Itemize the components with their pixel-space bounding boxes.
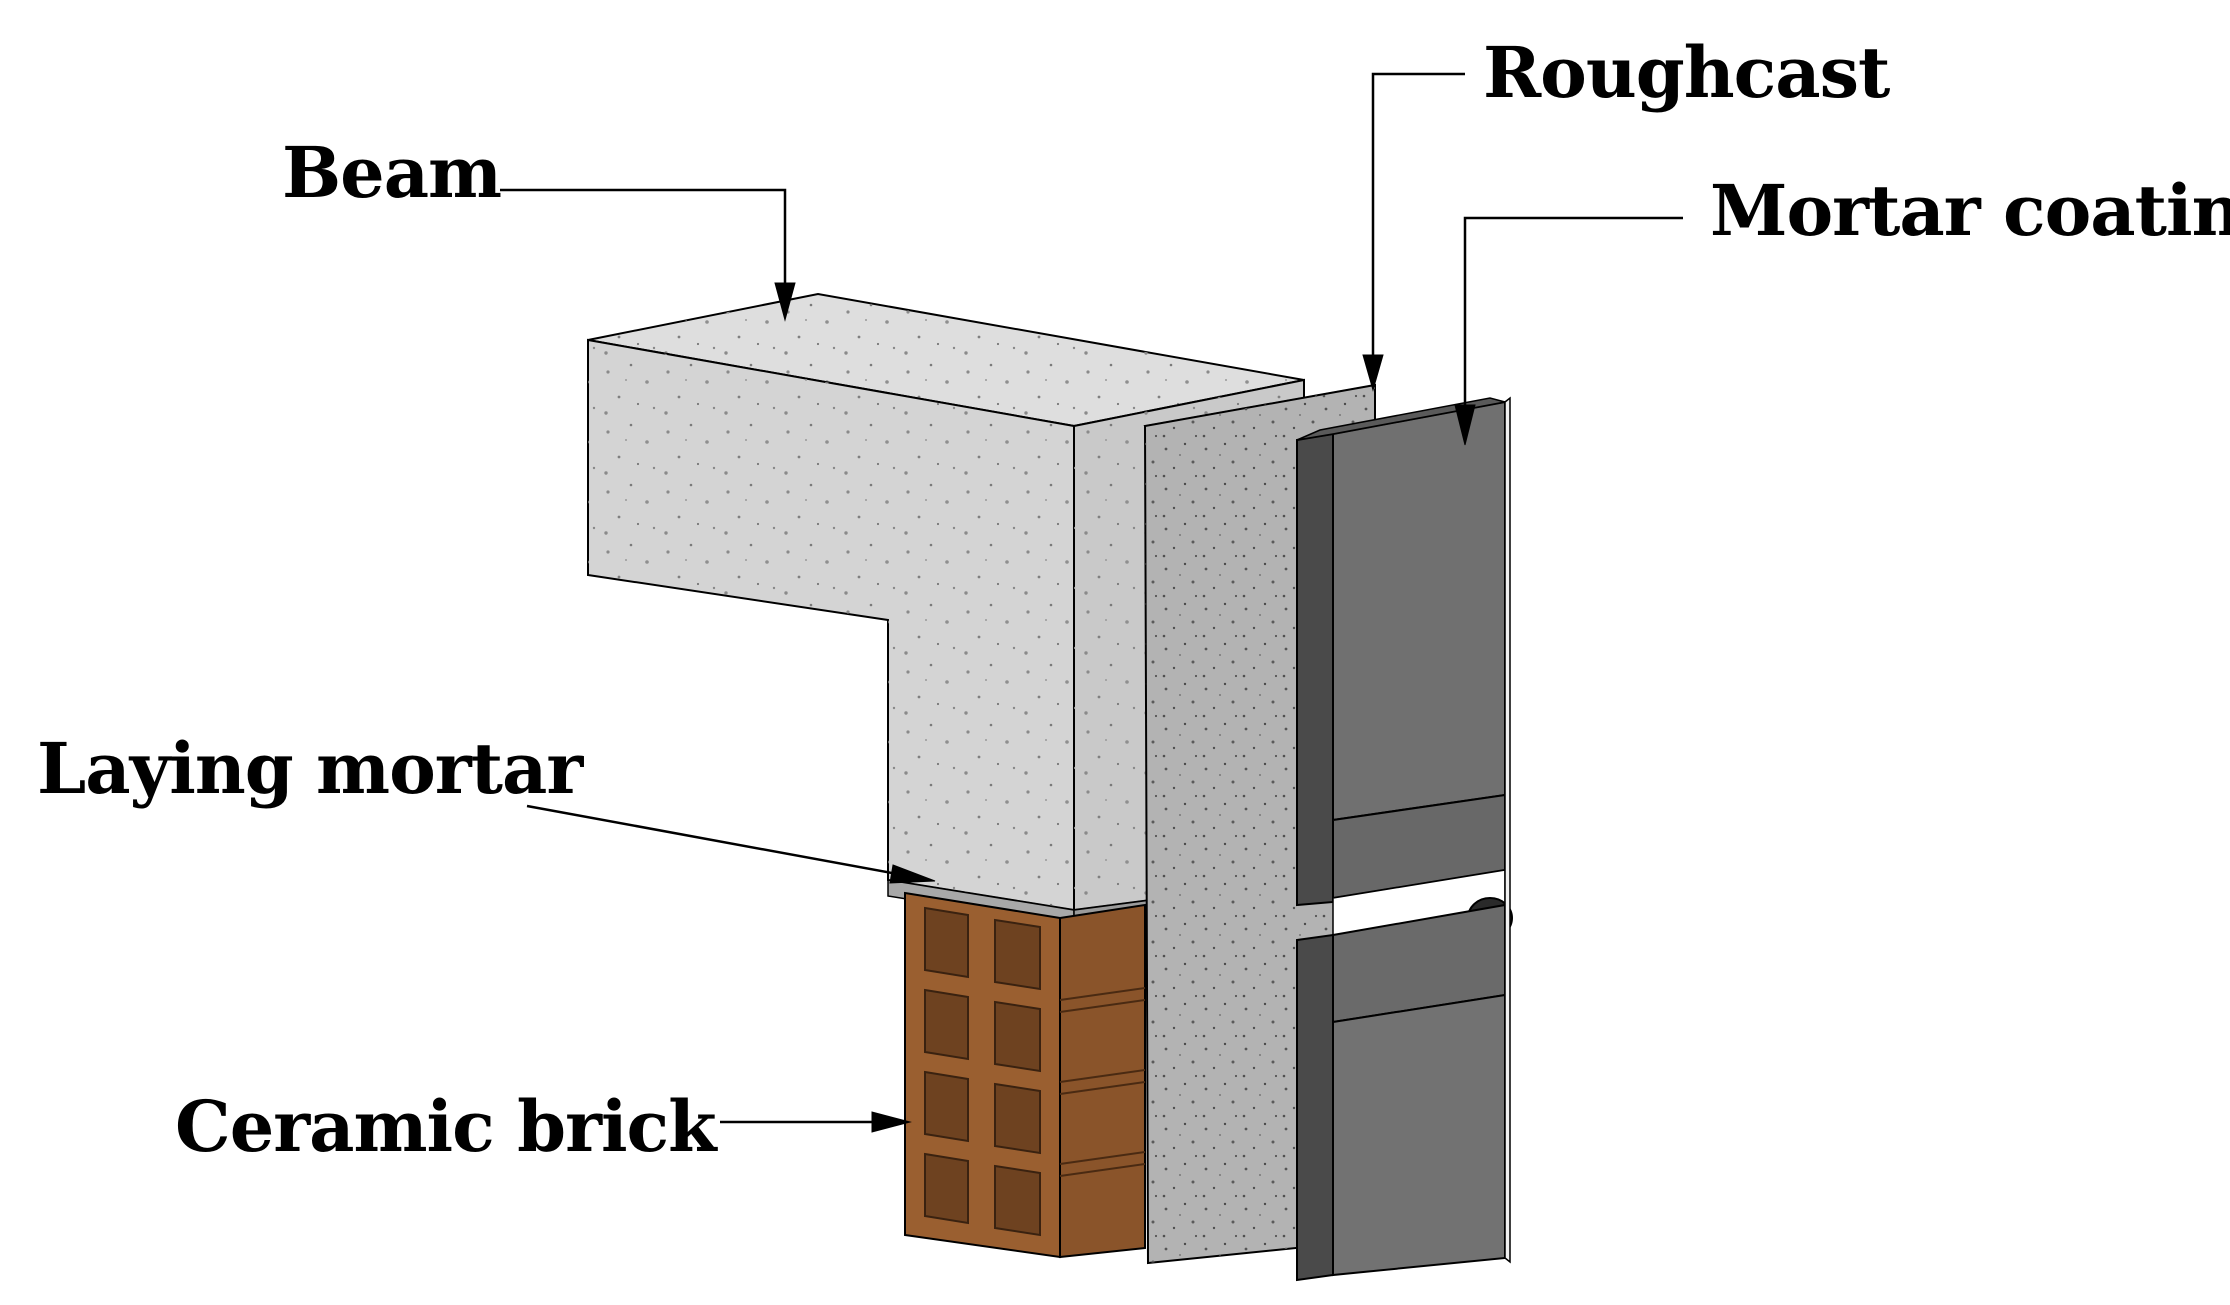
- mortar-upper-face: [1332, 400, 1506, 822]
- ceramic-brick-label: Ceramic brick: [175, 1085, 717, 1168]
- brick-side-grooves: [1059, 987, 1146, 1177]
- beam-arrow: [774, 282, 796, 322]
- laying-mortar-label: Laying mortar: [37, 727, 583, 810]
- leaders: [500, 72, 1683, 1124]
- beam-label: Beam: [282, 131, 502, 214]
- mortar-edge: [1504, 396, 1511, 1264]
- brick-holes: [924, 906, 1041, 1237]
- ceramic-brick: [904, 891, 1146, 1259]
- mortar-coating: [1296, 396, 1513, 1282]
- laying-mortar-arrow: [889, 864, 936, 884]
- mortar-lower-face: [1332, 993, 1506, 1277]
- ceramic-brick-arrow: [871, 1111, 912, 1133]
- mortar-upper-front: [1296, 432, 1334, 907]
- beam-leader: [500, 188, 787, 295]
- arrowheads: [774, 282, 1476, 1133]
- mortar-lower-front: [1296, 933, 1334, 1282]
- mortar-coating-label: Mortar coating: [1710, 169, 2230, 252]
- laying-mortar-leader: [526, 804, 931, 882]
- roughcast-label: Roughcast: [1483, 31, 1890, 114]
- mortar-coating-leader: [1463, 216, 1683, 440]
- mortar-coating-arrow: [1454, 404, 1476, 446]
- roughcast-arrow: [1362, 354, 1384, 392]
- brick-side-face: [1059, 903, 1146, 1259]
- roughcast-leader: [1371, 72, 1465, 385]
